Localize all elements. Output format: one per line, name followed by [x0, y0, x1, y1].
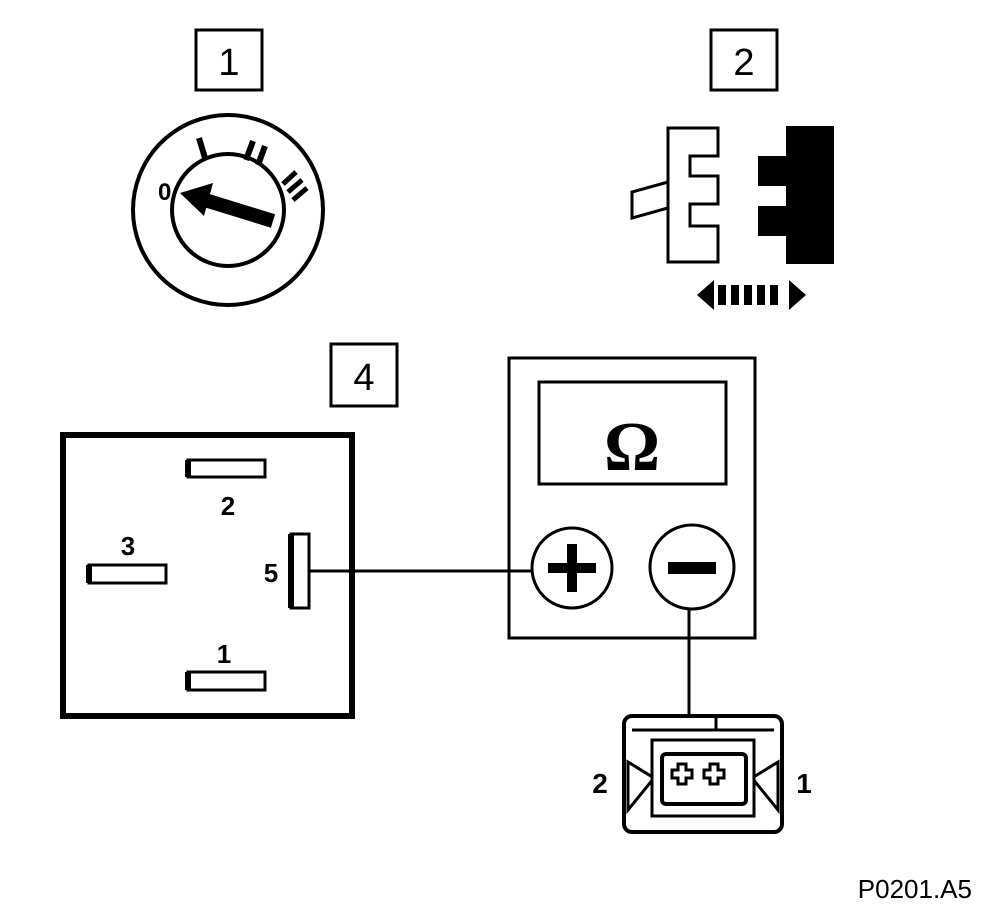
relay-pin-1-label: 1	[217, 639, 231, 669]
step-4-label: 4	[329, 342, 399, 408]
minus-icon	[668, 562, 716, 574]
step-2-text: 2	[733, 42, 754, 84]
relay-pin-3-label: 3	[121, 531, 135, 561]
relay-pin-2-label: 2	[221, 491, 235, 521]
connector-pin-1-label: 1	[796, 768, 812, 799]
connector-disconnect-icon	[630, 126, 834, 310]
ohmmeter: Ω	[507, 356, 757, 640]
relay-socket: 2 3 5 1	[60, 432, 355, 719]
connector-pin-1-icon	[702, 762, 726, 786]
ohm-symbol: Ω	[604, 409, 660, 486]
relay-pin-2-slot	[186, 458, 267, 479]
ignition-pos-0: 0	[158, 179, 171, 206]
ignition-switch-icon: 0	[131, 113, 325, 307]
meter-display	[537, 380, 728, 486]
connector-pin-2-icon	[670, 762, 694, 786]
relay-pin-1-slot	[186, 670, 267, 692]
step-1-label: 1	[194, 28, 264, 92]
step-4-text: 4	[353, 357, 374, 399]
reference-code: P0201.A5	[858, 874, 972, 904]
connector-pin-2-label: 2	[592, 768, 608, 799]
step-2-label: 2	[709, 28, 779, 92]
step-1-text: 1	[218, 42, 239, 84]
relay-pin-5-label: 5	[264, 558, 278, 588]
plus-icon-v	[567, 544, 577, 592]
harness-connector: 2 1	[592, 714, 812, 834]
relay-pin-3-slot	[87, 563, 168, 585]
